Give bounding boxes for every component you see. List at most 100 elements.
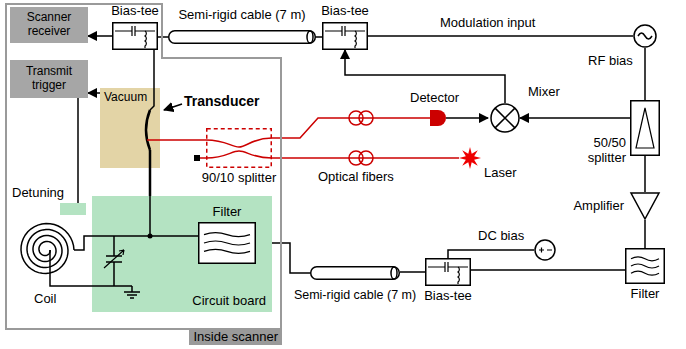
node-label: Inside scanner	[189, 330, 282, 345]
cable-end	[391, 267, 397, 279]
part-label: Detuning	[12, 186, 64, 201]
coil-wire	[50, 236, 92, 286]
shape-outline	[310, 266, 400, 280]
inductor-symbol	[355, 31, 356, 48]
shape-outline	[630, 100, 660, 156]
capacitor-symbol	[115, 26, 155, 36]
coax-cable: Semi-rigid cable (7 m)	[168, 30, 316, 44]
sine-symbol	[638, 33, 652, 39]
optical-fiber	[147, 139, 160, 141]
part-label: Coil	[34, 292, 56, 307]
capacitor-symbol	[428, 262, 468, 272]
filter-waves	[204, 233, 250, 254]
node-label: Filter	[213, 205, 242, 220]
coax-cable: Semi-rigid cable (7 m)	[310, 266, 400, 280]
inductor-symbol	[145, 31, 146, 48]
laser-symbol	[459, 147, 481, 169]
dc-circle	[535, 240, 555, 260]
device-box: Transmit trigger	[10, 60, 88, 98]
capacitor-symbol	[106, 236, 122, 286]
optical-fiber	[272, 118, 430, 138]
connector	[368, 35, 633, 37]
transducer-wire	[150, 88, 154, 110]
fiber-terminator	[194, 155, 200, 161]
bias-tee: Bias-tee	[112, 22, 158, 50]
leader-line	[164, 104, 182, 110]
splitter-box	[631, 101, 660, 156]
shape-outline	[625, 248, 665, 284]
part-label: Transducer	[184, 93, 259, 109]
connector	[520, 117, 630, 119]
shape-outline	[630, 192, 660, 220]
coax-wire	[149, 150, 152, 168]
node-label: Amplifier	[573, 199, 624, 214]
optical-fiber	[200, 111, 459, 165]
connector	[400, 271, 425, 273]
shape-outline	[168, 30, 316, 44]
connector	[644, 48, 646, 100]
optical-fiber	[359, 111, 373, 125]
variable-arrow	[104, 250, 124, 268]
splitter-outline	[207, 129, 272, 168]
optical-fiber	[200, 157, 206, 159]
detector-symbol	[430, 110, 488, 126]
laser-star	[459, 147, 481, 169]
node-label: Scanner receiver	[14, 11, 84, 39]
coupler-symbol	[206, 138, 272, 158]
inductor-symbol	[458, 267, 459, 284]
scanner-region: Scanner receiverTransmit trigger Bias-tee…	[5, 3, 282, 330]
part-label: Optical fibers	[318, 170, 394, 185]
node-label: Bias-tee	[321, 4, 369, 19]
bias-tee-box	[426, 259, 471, 286]
capacitor-symbol	[325, 26, 365, 36]
coil-wire	[50, 250, 92, 286]
vacuum-chamber: Vacuum	[100, 88, 160, 168]
shape-outline	[112, 22, 158, 50]
node-label: Mixer	[528, 85, 560, 100]
shape-outline	[490, 103, 520, 133]
node-label: Semi-rigid cable (7 m)	[178, 8, 305, 23]
detuning-line	[77, 98, 79, 203]
circuit-board: FilterCircuit board	[92, 196, 272, 312]
node-label: Filter	[631, 287, 660, 302]
coil-wire	[74, 236, 92, 250]
cable-end	[307, 31, 313, 43]
connector	[448, 250, 534, 258]
detector-symbol	[446, 117, 488, 119]
cable-body	[311, 267, 400, 280]
bias-tee-box	[113, 23, 158, 50]
cable-body	[169, 31, 316, 44]
connector	[88, 92, 100, 94]
filter-waves	[631, 257, 659, 275]
mixer-cross	[495, 108, 515, 128]
connector	[88, 35, 112, 37]
signal-label: Modulation input	[440, 16, 535, 31]
shape-outline	[534, 239, 556, 261]
filter-box: Filter	[625, 248, 665, 284]
connector	[316, 36, 322, 38]
part-label: Laser	[484, 166, 517, 181]
node-label: 50/50 splitter	[574, 136, 626, 166]
board-wiring	[92, 196, 198, 298]
connector	[160, 139, 206, 141]
shape-outline	[206, 128, 272, 168]
coil-winding	[21, 224, 74, 274]
node-label: Vacuum	[104, 91, 147, 105]
bias-tee-box	[323, 23, 368, 50]
mixer-symbol: Mixer	[490, 103, 520, 133]
node-label: Circuit board	[192, 294, 266, 309]
filter-box: Filter	[198, 222, 256, 264]
connector	[471, 269, 625, 271]
bias-tee: Bias-tee	[322, 22, 368, 50]
mixer-circle	[491, 104, 519, 132]
shape-outline	[633, 24, 657, 48]
connector	[149, 168, 152, 196]
part-label: Detector	[410, 91, 459, 106]
rf-splitter: 50/50 splitter	[630, 100, 660, 156]
node-label: Semi-rigid cable (7 m)	[294, 288, 416, 302]
shape-outline	[198, 222, 256, 264]
signal-source: RF bias	[633, 24, 657, 48]
device-box: Scanner receiver	[10, 7, 88, 43]
bias-tee: Bias-tee	[425, 258, 471, 286]
